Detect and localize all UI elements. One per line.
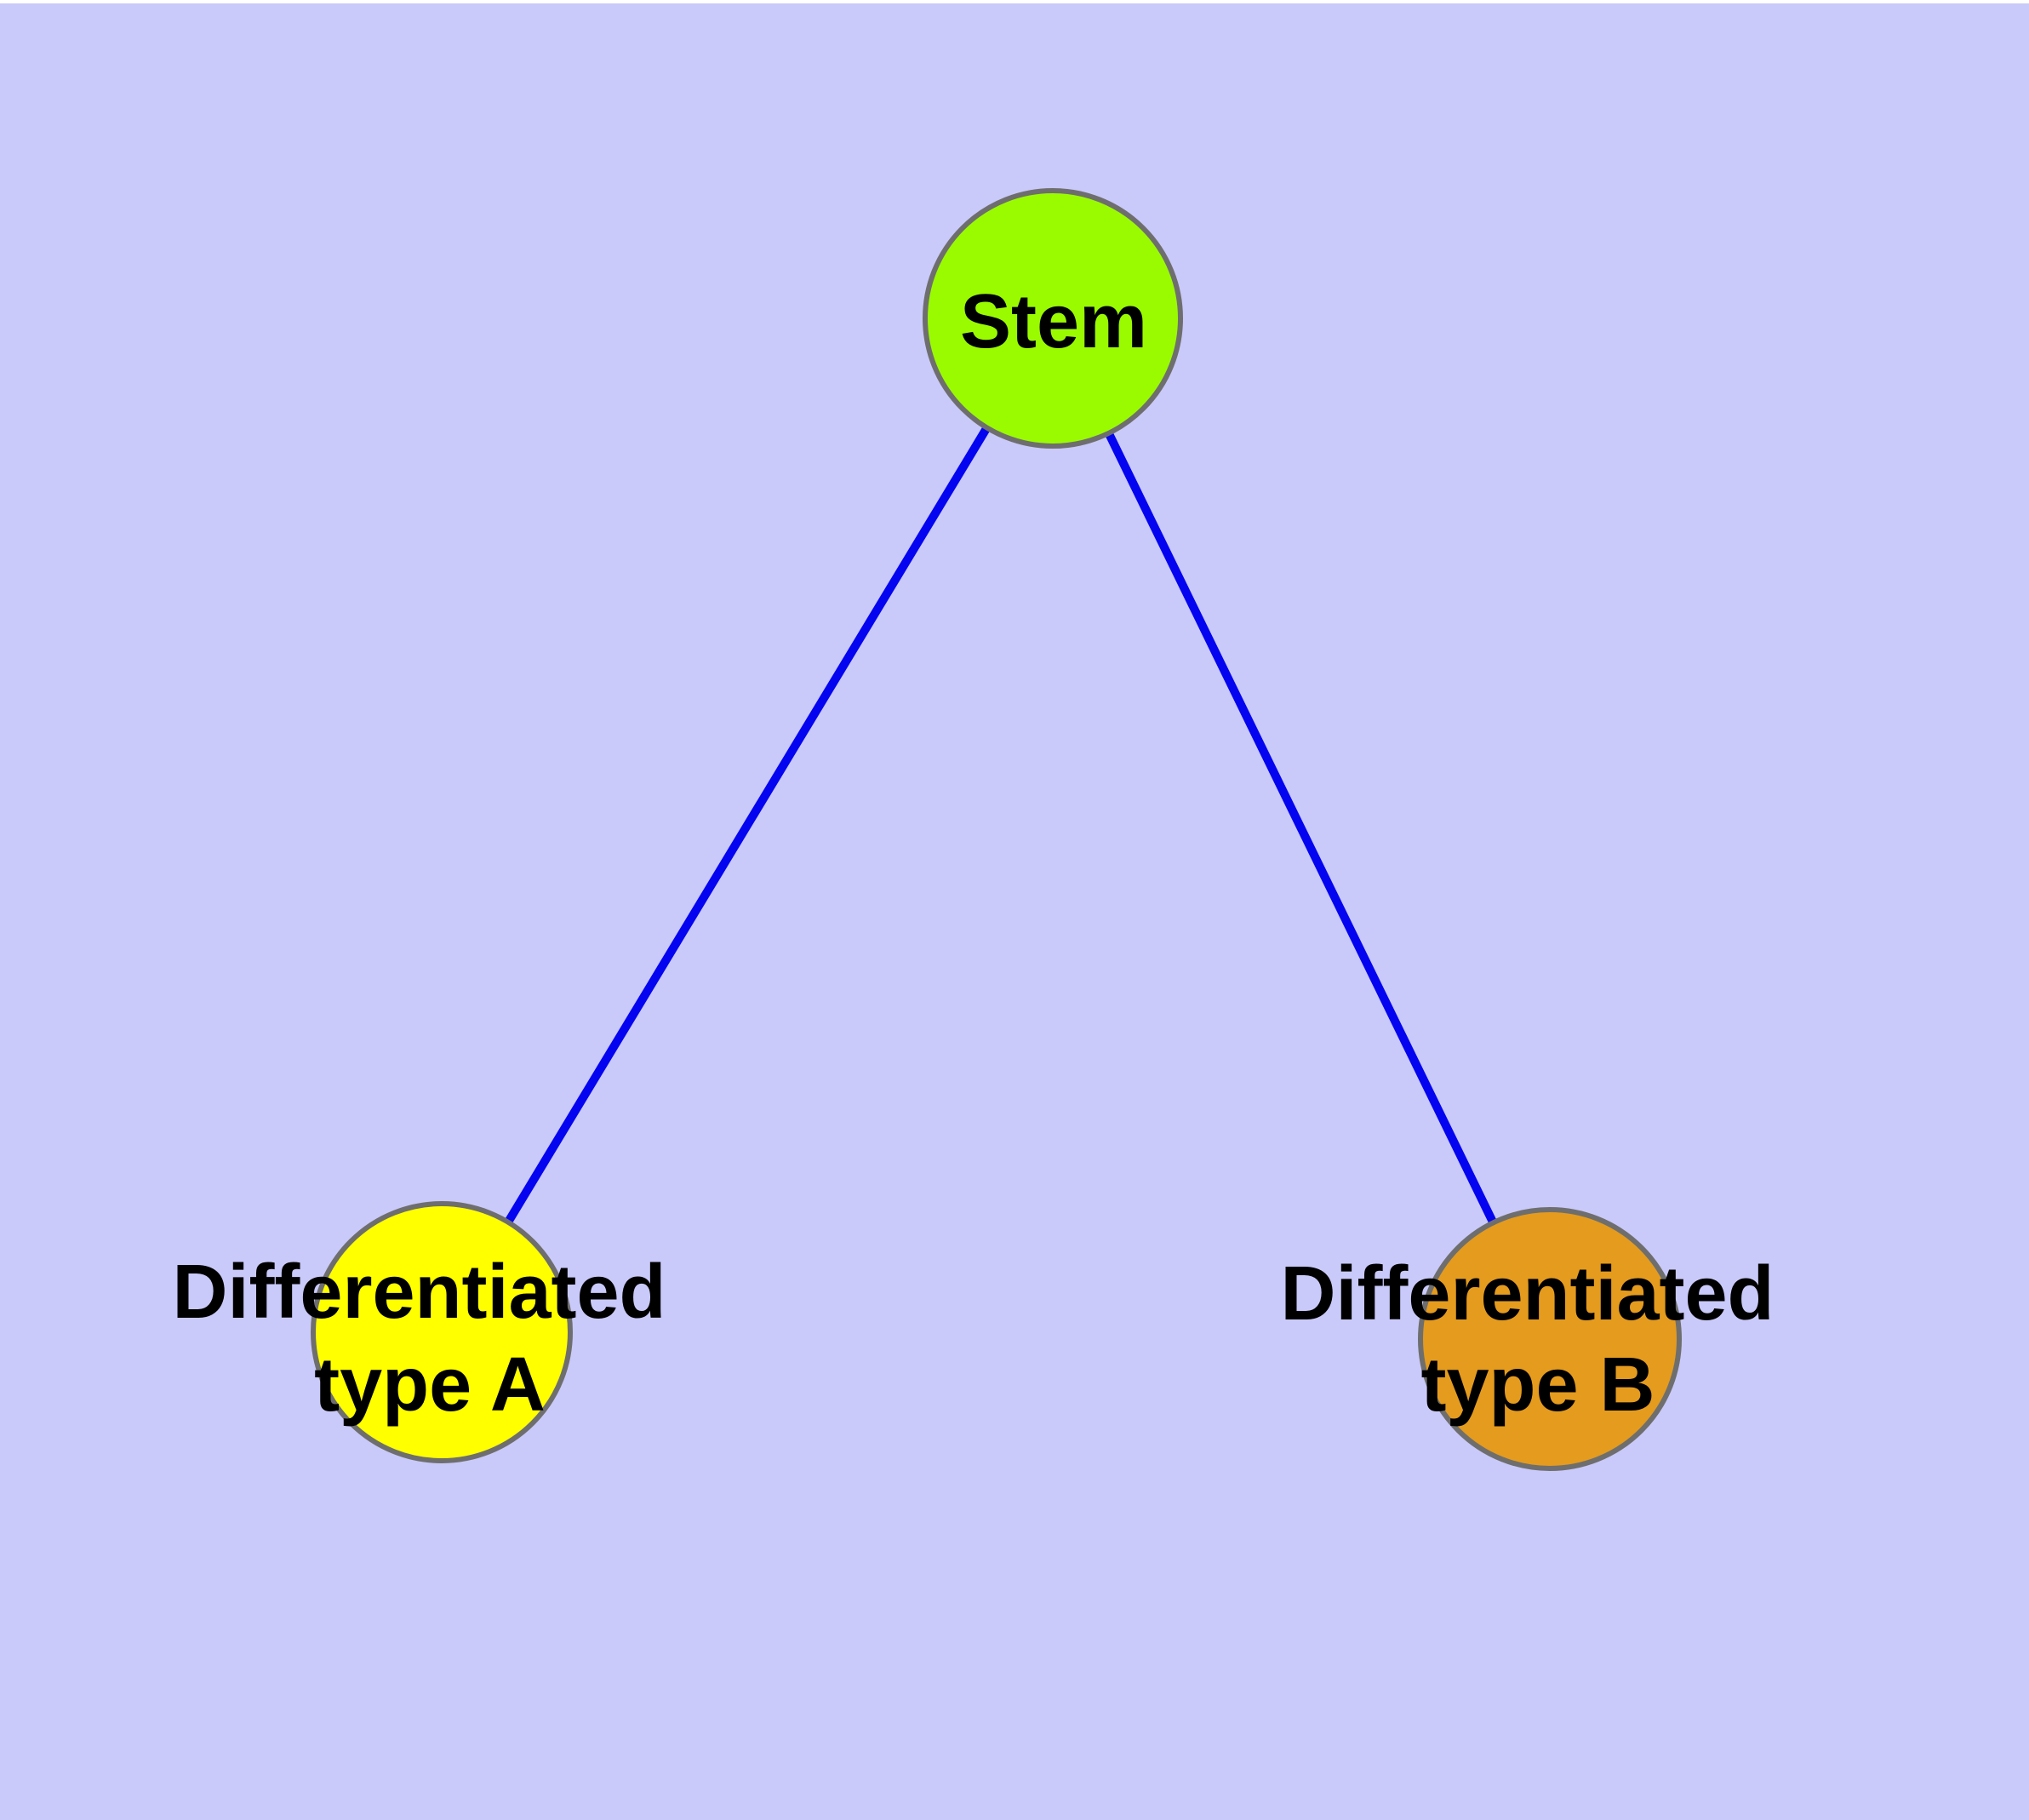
node-differentiated-type-b-label-line2: type B [1420,1342,1655,1428]
node-stem-label: Stem [960,279,1147,364]
node-differentiated-type-a[interactable]: Differentiated type A [172,1201,687,1463]
node-differentiated-type-b-label-line1: Differentiated [1280,1251,1774,1336]
node-differentiated-type-a-label-line1: Differentiated [172,1250,666,1335]
edge-stem-to-type-b [1049,316,1554,1342]
edge-stem-to-type-a [437,316,1057,1335]
node-differentiated-type-b-circle[interactable] [1418,1207,1682,1471]
node-differentiated-type-b-label: Differentiated type B [1280,1251,1795,1428]
node-differentiated-type-a-label: Differentiated type A [172,1250,687,1428]
node-differentiated-type-b[interactable]: Differentiated type B [1280,1207,1795,1471]
node-differentiated-type-a-label-line2: type A [314,1342,546,1428]
node-stem-label-line: Stem [960,279,1147,364]
node-stem-circle[interactable] [923,188,1183,449]
node-differentiated-type-a-circle[interactable] [311,1201,573,1463]
node-stem[interactable]: Stem [923,188,1183,449]
